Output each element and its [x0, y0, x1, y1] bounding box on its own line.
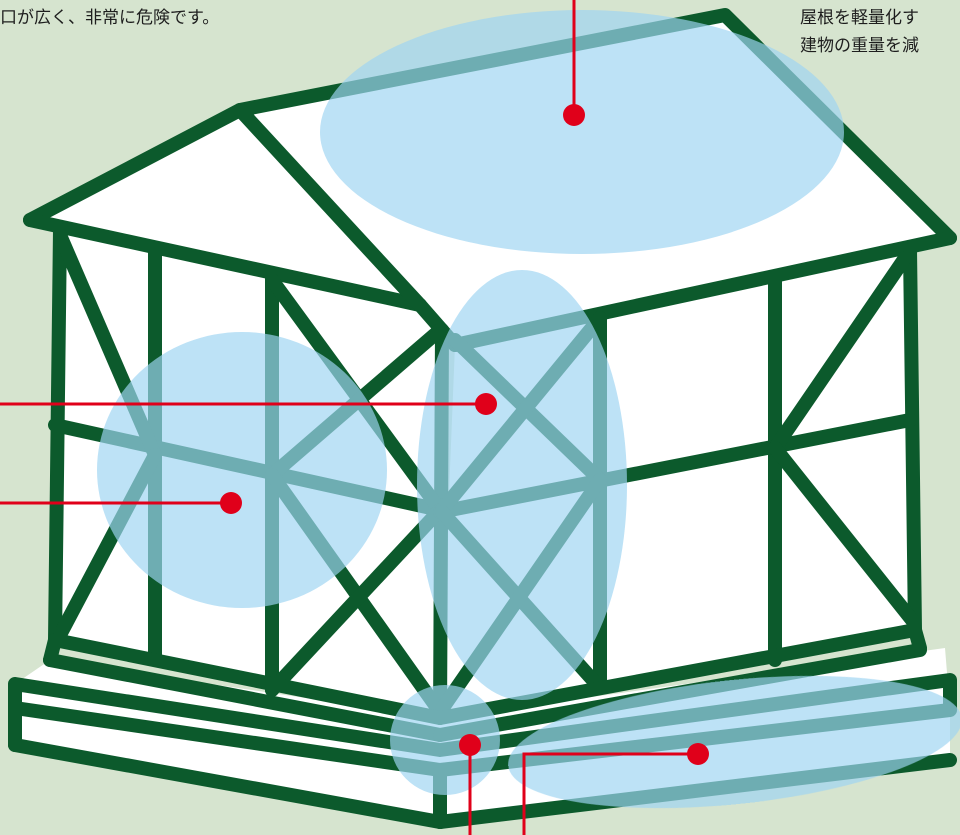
left-brace-f: [265, 503, 447, 697]
pointer-dots: [220, 104, 709, 765]
sill-bottom-left: [43, 653, 447, 742]
foundation-base-left: [8, 738, 447, 829]
roof-eave-left: [23, 213, 427, 312]
left-corner-post: [48, 223, 67, 647]
right-corner-post: [903, 243, 922, 637]
pointer-foundation: [687, 743, 709, 765]
pointer-wall: [220, 492, 242, 514]
annotation-left: 口が広く、非常に危険です。: [0, 4, 219, 32]
roof-gable-face: [30, 110, 420, 305]
right-brace-e: [768, 251, 912, 455]
pointer-column: [475, 393, 497, 415]
highlight-foundation: [508, 675, 960, 809]
leader-lines: [0, 0, 698, 835]
annotation-right-line-1: 屋根を軽量化す: [800, 8, 919, 28]
highlight-left-wall: [97, 332, 387, 608]
leader-foundation: [522, 752, 698, 835]
foundation-front-face: [15, 708, 440, 822]
pointer-roof: [563, 104, 585, 126]
pointer-base: [459, 734, 481, 756]
highlight-corner-base: [390, 685, 500, 795]
annotation-left-text: 口が広く、非常に危険です。: [0, 8, 220, 28]
highlight-roof: [320, 10, 844, 254]
highlight-corner-column: [417, 270, 627, 700]
gable-rafter: [233, 103, 427, 312]
annotation-right: 屋根を軽量化す 建物の重量を減: [800, 4, 919, 60]
right-brace-f: [768, 441, 919, 627]
annotation-right-line-2: 建物の重量を減: [800, 36, 919, 56]
highlight-zones: [97, 10, 960, 809]
